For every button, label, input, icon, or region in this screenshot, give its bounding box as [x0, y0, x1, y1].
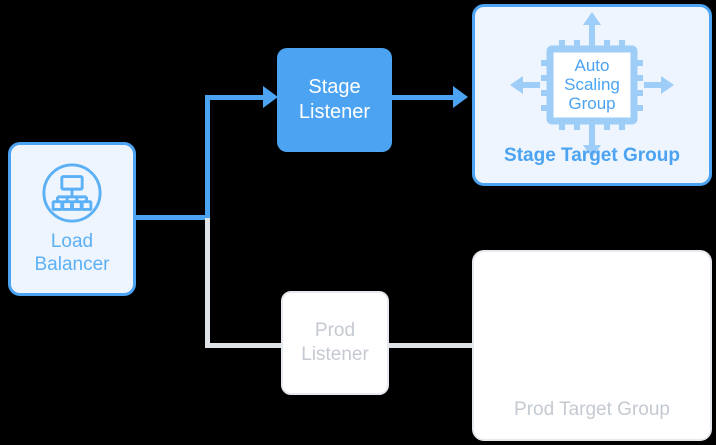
prod-target-group-label: Prod Target Group [514, 399, 670, 420]
node-stage-listener[interactable]: Stage Listener [277, 48, 392, 152]
asg-label-line1: Auto [575, 56, 610, 75]
node-prod-target-group[interactable]: Prod Target Group [472, 250, 712, 441]
stage-listener-label-line2: Listener [298, 101, 371, 123]
load-balancer-label-line1: Load [50, 231, 94, 252]
stage-target-group-label: Stage Target Group [504, 145, 680, 166]
asg-label-line3: Group [568, 94, 615, 113]
prod-listener-label: Prod Listener [301, 319, 369, 367]
node-load-balancer[interactable]: Load Balancer [8, 142, 136, 296]
node-prod-listener[interactable]: Prod Listener [281, 291, 389, 395]
node-stage-target-group[interactable]: Auto Scaling Group Stage Target Group [472, 4, 712, 186]
asg-label-line2: Scaling [564, 75, 620, 94]
load-balancer-label: Load Balancer [35, 230, 110, 276]
prod-listener-label-line1: Prod [314, 320, 356, 341]
stage-listener-label-line1: Stage [308, 76, 361, 98]
chip-icon: Auto Scaling Group [502, 10, 682, 160]
load-balancer-label-line2: Balancer [34, 254, 110, 275]
stage-listener-label: Stage Listener [299, 75, 370, 125]
hierarchy-icon [41, 162, 103, 224]
prod-listener-label-line2: Listener [301, 344, 369, 365]
